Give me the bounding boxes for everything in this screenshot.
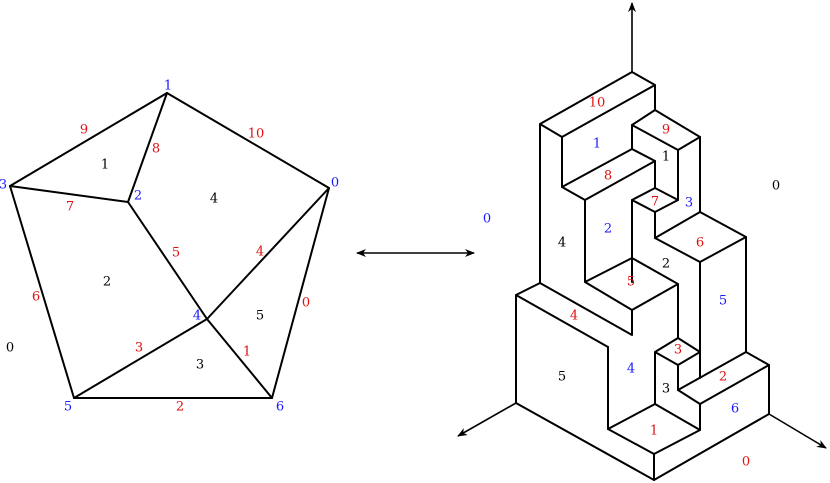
edge-label-0: 0 bbox=[302, 296, 310, 311]
staircase-axes bbox=[457, 2, 827, 449]
stack-edge-label-4: 4 bbox=[570, 309, 578, 324]
stack-face-label-0-right: 0 bbox=[772, 179, 780, 194]
edge-line-7 bbox=[9, 185, 129, 203]
stack-vertex-label-5: 5 bbox=[719, 294, 727, 309]
stack-edge-label-7: 7 bbox=[651, 195, 659, 210]
edge-line-9 bbox=[9, 92, 168, 187]
lower-left-block-outline bbox=[515, 282, 633, 404]
face-label-0: 0 bbox=[6, 341, 14, 356]
face-label-5: 5 bbox=[256, 309, 264, 324]
edge-label-10: 10 bbox=[248, 127, 265, 142]
vertex-label-5: 5 bbox=[64, 400, 72, 415]
edge-line-5 bbox=[127, 201, 208, 320]
edge-line-1 bbox=[206, 318, 273, 399]
stack-edge-label-0: 0 bbox=[742, 455, 750, 470]
edge-label-7: 7 bbox=[66, 200, 74, 215]
axis-y-arrow bbox=[768, 413, 827, 449]
stack-vertex-label-4: 4 bbox=[627, 362, 635, 377]
edge-label-9: 9 bbox=[80, 123, 88, 138]
stack-vertex-label-1: 1 bbox=[593, 137, 601, 152]
stack-vertex-label-2: 2 bbox=[604, 222, 612, 237]
edge-label-1: 1 bbox=[243, 345, 251, 360]
edge-label-2: 2 bbox=[176, 400, 184, 415]
stack-edge-label-10: 10 bbox=[589, 96, 606, 111]
block-9-outline bbox=[631, 109, 701, 151]
edge-line-0 bbox=[271, 187, 330, 399]
vertex-label-4: 4 bbox=[193, 309, 201, 324]
edge-line-6 bbox=[9, 185, 75, 399]
step-1-bottom-outline bbox=[607, 403, 701, 455]
staircase-labels: 10 9 1 1 8 7 3 0 0 4 2 6 2 5 5 4 5 4 3 2… bbox=[483, 96, 780, 470]
face-label-1: 1 bbox=[101, 158, 109, 173]
stack-face-label-3: 3 bbox=[662, 382, 670, 397]
graph-edges bbox=[9, 92, 330, 399]
stack-edge-label-3: 3 bbox=[674, 343, 682, 358]
stack-vertex-label-6: 6 bbox=[731, 402, 739, 417]
step-7-outline bbox=[631, 187, 679, 213]
stack-edge-label-5: 5 bbox=[627, 275, 635, 290]
planar-graph: 0 1 2 3 4 5 6 10 9 8 7 6 5 4 3 1 2 0 1 4… bbox=[0, 79, 339, 415]
vertex-label-2: 2 bbox=[134, 189, 142, 204]
graph-edge-labels: 10 9 8 7 6 5 4 3 1 2 0 bbox=[32, 123, 310, 415]
face-label-2: 2 bbox=[103, 275, 111, 290]
graph-face-labels: 1 4 2 5 3 0 bbox=[6, 158, 264, 373]
stack-edge-label-6: 6 bbox=[696, 236, 704, 251]
stack-edge-label-8: 8 bbox=[604, 169, 612, 184]
face-label-3: 3 bbox=[196, 358, 204, 373]
stack-edge-label-9: 9 bbox=[662, 123, 670, 138]
vertex-label-0: 0 bbox=[331, 176, 339, 191]
face-label-4: 4 bbox=[210, 192, 218, 207]
edge-line-10 bbox=[166, 92, 330, 189]
stack-face-label-1: 1 bbox=[662, 150, 670, 165]
edge-label-3: 3 bbox=[135, 341, 143, 356]
edge-line-3 bbox=[73, 318, 208, 399]
lower-left-block-top-edge bbox=[515, 294, 609, 348]
edge-label-5: 5 bbox=[172, 246, 180, 261]
tall-column-left-edge bbox=[539, 71, 656, 284]
staircase-edges bbox=[515, 71, 770, 481]
graph-vertex-labels: 0 1 2 3 4 5 6 bbox=[0, 79, 339, 415]
step-3-outline bbox=[654, 337, 701, 366]
staircase-3d: 10 9 1 1 8 7 3 0 0 4 2 6 2 5 5 4 5 4 3 2… bbox=[457, 2, 827, 481]
stack-face-label-4: 4 bbox=[558, 236, 566, 251]
edge-line-8 bbox=[127, 92, 168, 203]
stack-edge-label-2: 2 bbox=[719, 370, 727, 385]
vertex-label-3: 3 bbox=[0, 178, 7, 193]
stack-edge-label-1: 1 bbox=[650, 424, 658, 439]
edge-label-6: 6 bbox=[32, 290, 40, 305]
axis-x-arrow bbox=[457, 402, 517, 437]
vertex-label-6: 6 bbox=[276, 400, 284, 415]
stack-face-label-2: 2 bbox=[662, 257, 670, 272]
step-8-outline bbox=[561, 148, 656, 201]
stack-vertex-label-0: 0 bbox=[483, 212, 491, 227]
tall-column-top-edge bbox=[539, 123, 563, 138]
edge-label-8: 8 bbox=[152, 142, 160, 157]
tall-column-step-edge bbox=[561, 84, 656, 138]
edge-line-4 bbox=[206, 187, 330, 320]
edge-label-4: 4 bbox=[256, 245, 264, 260]
stack-face-label-5: 5 bbox=[558, 370, 566, 385]
vertex-label-1: 1 bbox=[164, 79, 172, 94]
stack-vertex-label-3: 3 bbox=[685, 196, 693, 211]
